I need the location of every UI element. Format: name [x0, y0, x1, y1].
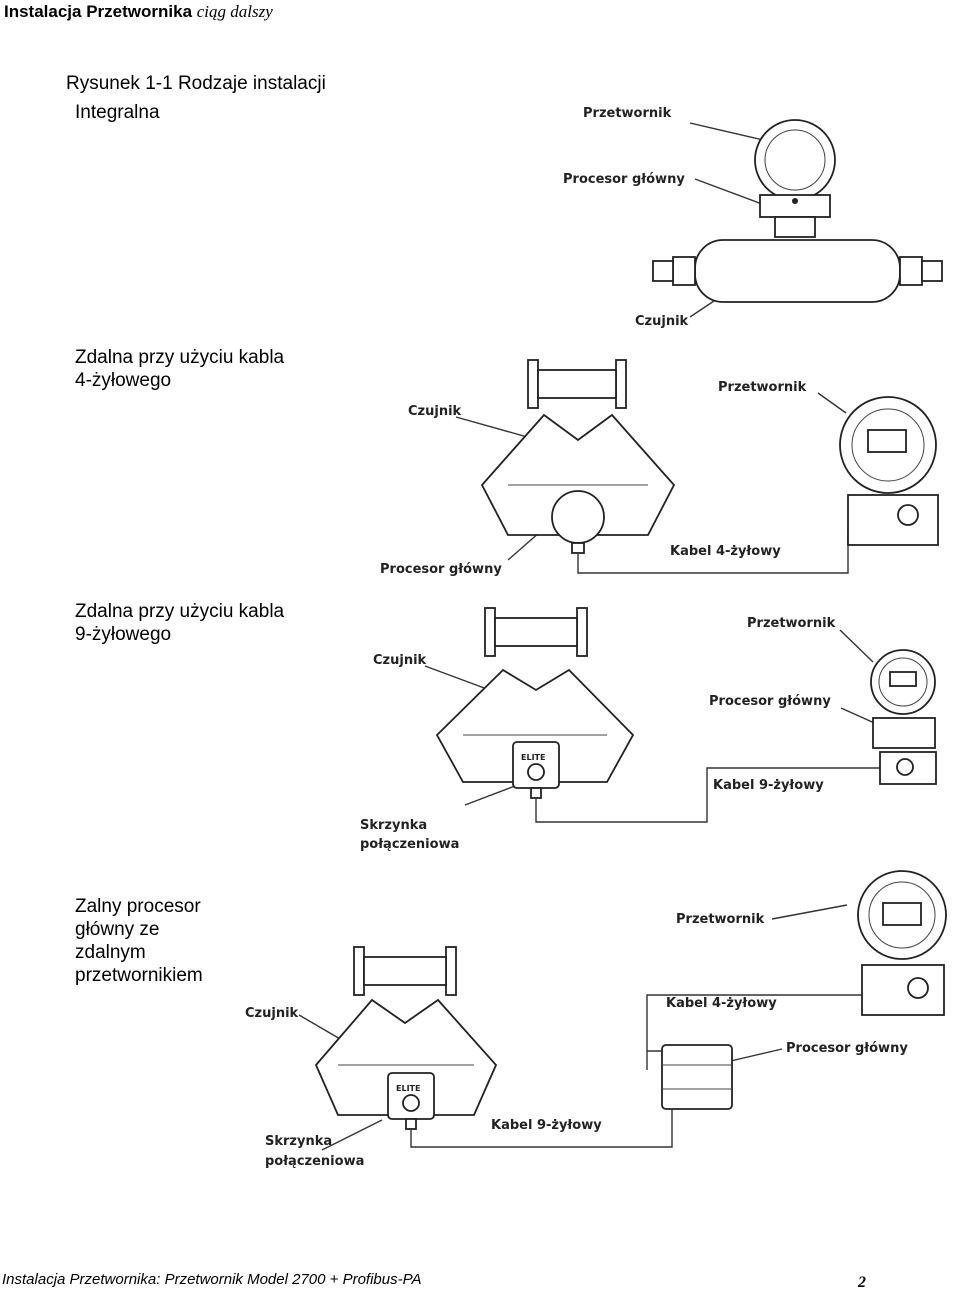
section-remote9-title-line1: Zdalna przy użyciu kabla [75, 601, 285, 622]
label-sensor: Czujnik [245, 1006, 299, 1021]
section-remote-core-title-line2: główny ze [75, 919, 160, 940]
label-junction-box-line2: połączeniowa [265, 1154, 364, 1169]
label-cable-4-wire: Kabel 4-żyłowy [670, 544, 781, 559]
label-junction-box-line2: połączeniowa [360, 837, 459, 852]
sensor-body: ELITE [435, 607, 635, 799]
section-remote-core-title-line1: Zalny procesor [75, 896, 201, 917]
label-transmitter: Przetwornik [676, 912, 765, 927]
figure-title: Rysunek 1-1 Rodzaje instalacji [66, 73, 326, 94]
label-transmitter: Przetwornik [583, 106, 672, 121]
badge-elite: ELITE [396, 1084, 420, 1093]
page-header: Instalacja Przetwornika ciąg dalszy [4, 2, 273, 22]
figure-remote-core: Przetwornik Kabel 4-żyłowy Czujnik Proce… [242, 865, 960, 1175]
section-remote4-title: Zdalna przy użyciu kabla 4-żyłowego [75, 346, 284, 392]
figure-remote9: Czujnik Przetwornik Procesor główny Kabe… [355, 600, 960, 860]
section-remote4-title-line1: Zdalna przy użyciu kabla [75, 347, 285, 368]
page-footer: Instalacja Przetwornika: Przetwornik Mod… [2, 1271, 422, 1288]
transmitter-head [839, 396, 939, 546]
label-core-processor: Procesor główny [563, 172, 685, 187]
transmitter-head [857, 870, 947, 1016]
section-remote4-title-line2: 4-żyłowego [75, 370, 172, 391]
sensor-tube [652, 239, 943, 303]
figure-remote4: Czujnik Przetwornik Kabel 4-żyłowy Proce… [378, 345, 960, 585]
transmitter-head [754, 119, 836, 238]
label-core-processor: Procesor główny [786, 1041, 908, 1056]
figure-integral: Przetwornik Procesor główny Czujnik [555, 95, 960, 335]
section-remote-core-title-line4: przetwornikiem [75, 965, 203, 986]
label-cable-9-wire: Kabel 9-żyłowy [713, 778, 824, 793]
label-sensor: Czujnik [373, 653, 427, 668]
section-remote-core-title-line3: zdalnym [75, 942, 146, 963]
label-sensor: Czujnik [408, 404, 462, 419]
label-transmitter: Przetwornik [718, 380, 807, 395]
core-processor-box [661, 1044, 733, 1110]
label-core-processor: Procesor główny [380, 562, 502, 577]
badge-elite: ELITE [521, 753, 545, 762]
page-number: 2 [858, 1274, 866, 1291]
section-remote-core-title: Zalny procesor główny ze zdalnym przetwo… [75, 895, 203, 987]
header-title: Instalacja Przetwornika [4, 2, 193, 21]
sensor-body: ELITE [314, 946, 498, 1130]
label-cable-4-wire: Kabel 4-żyłowy [666, 996, 777, 1011]
header-continued: ciąg dalszy [196, 2, 273, 21]
label-junction-box-line1: Skrzynka [360, 818, 427, 833]
sensor-body [480, 359, 676, 554]
label-sensor: Czujnik [635, 314, 689, 329]
label-transmitter: Przetwornik [747, 616, 836, 631]
transmitter-head [870, 649, 937, 785]
label-core-processor: Procesor główny [709, 694, 831, 709]
label-cable-9-wire: Kabel 9-żyłowy [491, 1118, 602, 1133]
section-integral-title: Integralna [75, 102, 160, 123]
section-remote9-title: Zdalna przy użyciu kabla 9-żyłowego [75, 600, 284, 646]
section-remote9-title-line2: 9-żyłowego [75, 624, 172, 645]
label-junction-box-line1: Skrzynka [265, 1134, 332, 1149]
